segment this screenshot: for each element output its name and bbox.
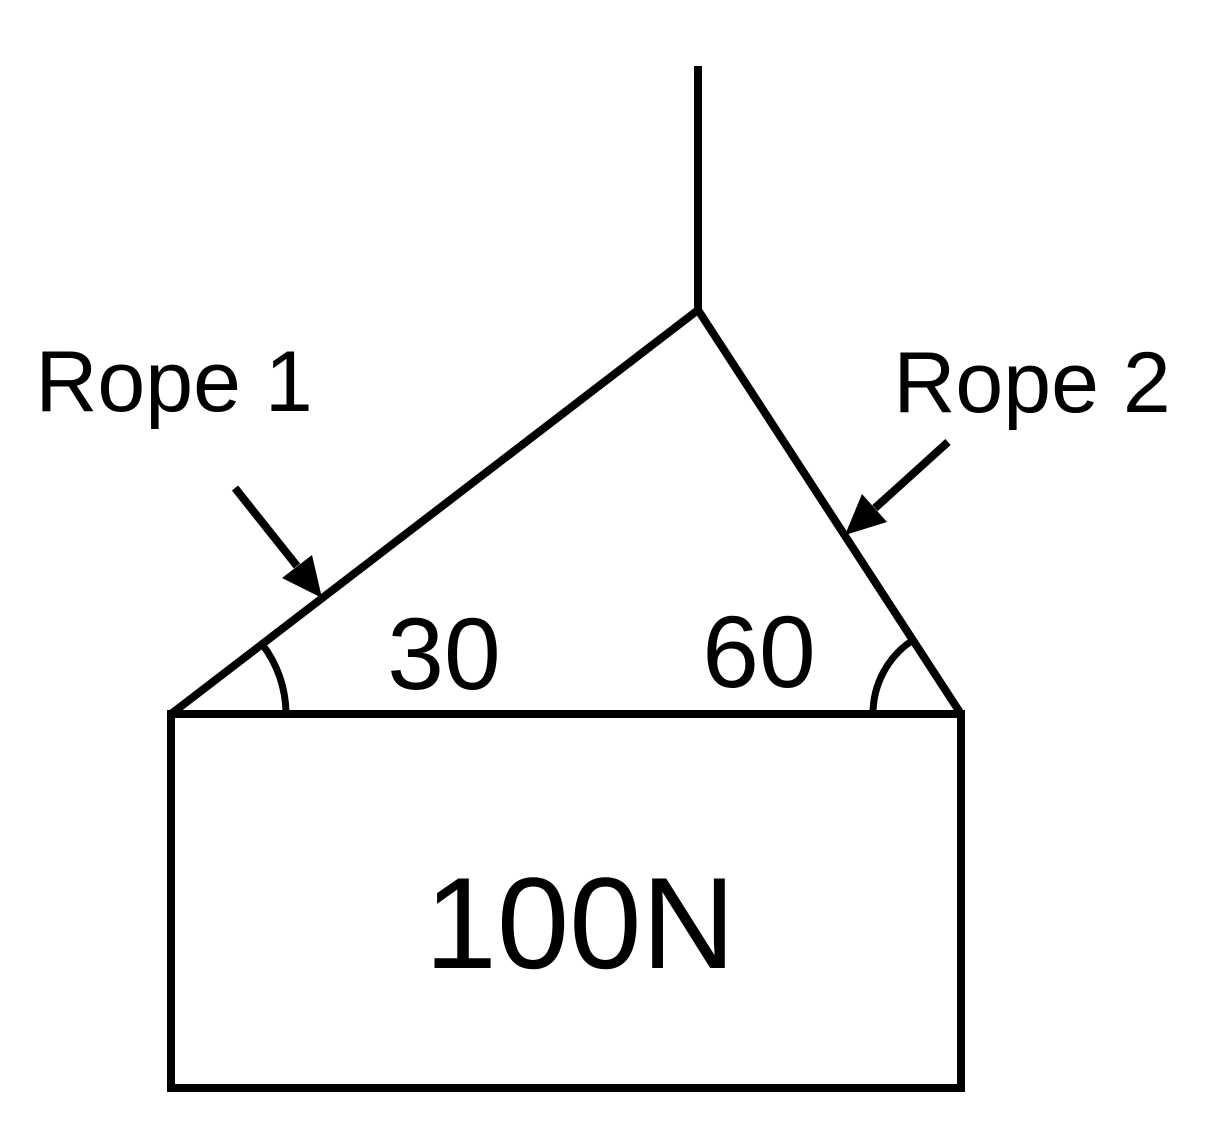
rope-2-label: Rope 2 bbox=[893, 335, 1170, 431]
rope-2-pointer-arrow bbox=[845, 439, 951, 535]
rope-2-pointer-shaft bbox=[872, 439, 951, 511]
angle-30-label: 30 bbox=[387, 597, 500, 711]
rope-1-line bbox=[168, 306, 701, 718]
angle-arc-left bbox=[259, 641, 290, 715]
rope-1-pointer-shaft bbox=[231, 485, 301, 569]
angle-60-label: 60 bbox=[702, 595, 815, 709]
rope-2-line bbox=[694, 307, 965, 717]
rope-2-pointer-arrowhead-icon bbox=[845, 494, 887, 535]
weight-box bbox=[167, 710, 965, 1092]
angle-arc-right bbox=[869, 637, 915, 715]
rope-1-pointer-arrow bbox=[231, 485, 322, 598]
rope-1-label: Rope 1 bbox=[35, 334, 312, 430]
weight-label: 100N bbox=[425, 850, 736, 996]
rope-1-pointer-arrowhead-icon bbox=[282, 555, 322, 598]
